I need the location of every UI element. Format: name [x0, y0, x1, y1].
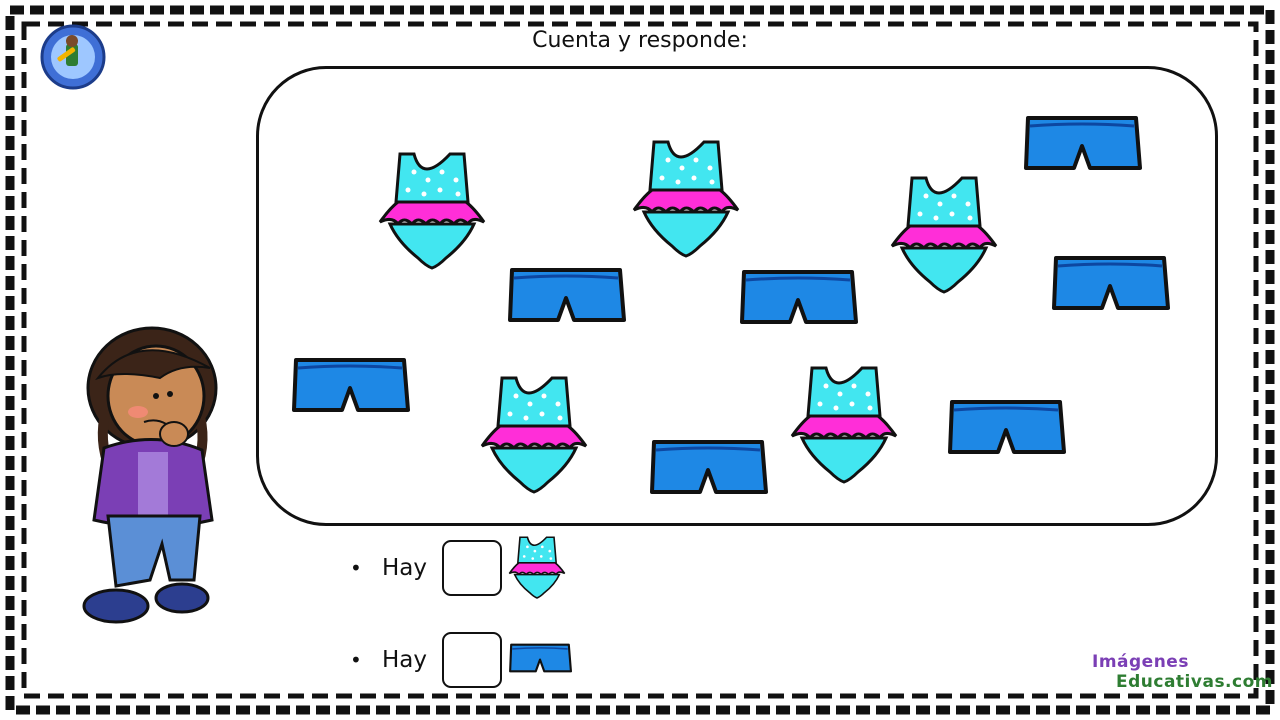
question-swimsuits: • Hay: [350, 536, 566, 599]
answer-box-shorts[interactable]: [442, 632, 502, 688]
shorts-icon: [508, 639, 573, 681]
brand-line-2: Educativas.com: [1116, 672, 1273, 692]
shorts-icon: [648, 432, 768, 506]
bullet: •: [350, 648, 362, 672]
shorts-icon: [506, 260, 626, 334]
shorts-icon: [1050, 248, 1170, 322]
answer-box-swimsuits[interactable]: [442, 540, 502, 596]
thinking-girl-illustration: [78, 318, 228, 634]
question-shorts: • Hay: [350, 630, 573, 690]
shorts-icon: [946, 392, 1066, 466]
swimsuit-icon: [790, 360, 898, 488]
shorts-icon: [738, 262, 858, 336]
counting-area: [256, 66, 1218, 526]
shorts-icon: [1022, 108, 1142, 182]
swimsuit-icon: [890, 170, 998, 298]
swimsuit-icon: [632, 134, 740, 262]
shorts-icon: [290, 350, 410, 424]
bullet: •: [350, 556, 362, 580]
question-label: Hay: [382, 647, 428, 673]
page-title: Cuenta y responde:: [532, 28, 748, 53]
swimsuit-icon: [508, 533, 566, 603]
swimsuit-icon: [480, 370, 588, 498]
swimsuit-icon: [378, 146, 486, 274]
brand-line-1: Imágenes: [1092, 652, 1189, 672]
site-logo: [40, 24, 106, 94]
brand-logo: Imágenes Educativas.com: [1092, 652, 1273, 692]
question-label: Hay: [382, 555, 428, 581]
